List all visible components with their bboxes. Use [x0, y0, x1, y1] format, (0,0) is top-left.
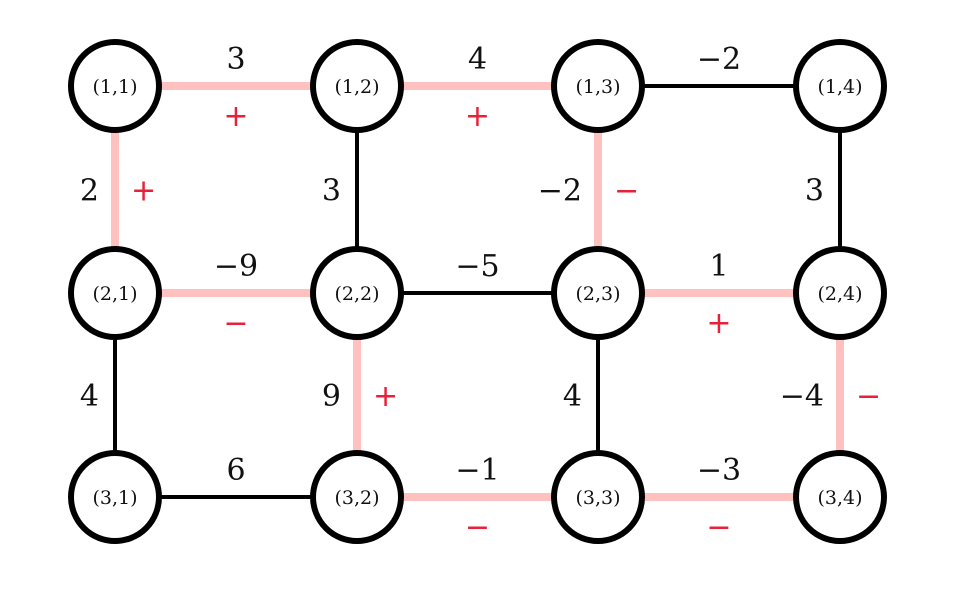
edge-weight: 1 [709, 249, 728, 284]
node-circle [68, 246, 162, 340]
edge-weight: 3 [805, 174, 824, 209]
edge-weight: 4 [80, 379, 99, 414]
node-label: (1,1) [92, 76, 137, 98]
node-label: (1,3) [575, 76, 620, 98]
node-label: (3,2) [334, 487, 379, 509]
edge-weight: −3 [697, 453, 741, 488]
edge-weight: −9 [214, 249, 258, 284]
edge-weight: 4 [468, 42, 487, 77]
node-circle [310, 39, 404, 133]
node-label: (1,2) [334, 76, 379, 98]
edge-weight: 4 [563, 379, 582, 414]
edge-weight: −5 [455, 249, 499, 284]
node-label: (3,3) [575, 487, 620, 509]
edge-weight: 3 [322, 174, 341, 209]
node-circle [793, 450, 887, 544]
edge-sign: + [373, 379, 398, 414]
edge-sign: − [614, 174, 639, 209]
edge-sign: + [465, 99, 490, 134]
edge-sign: − [706, 510, 731, 545]
node-circle [793, 246, 887, 340]
node-circle [68, 450, 162, 544]
edge-sign: − [856, 379, 881, 414]
edge-sign: + [706, 306, 731, 341]
edge-weight: 6 [226, 453, 245, 488]
node-circle [310, 246, 404, 340]
node-label: (3,4) [817, 487, 862, 509]
node-circle [551, 450, 645, 544]
edge-weight: −4 [780, 379, 824, 414]
edge-weight: 9 [322, 379, 341, 414]
edge-sign: − [465, 510, 490, 545]
node-circle [551, 39, 645, 133]
edge-weight: 2 [80, 174, 99, 209]
node-label: (2,3) [575, 283, 620, 305]
node-circle [793, 39, 887, 133]
edge-weight: −2 [538, 174, 582, 209]
node-label: (2,4) [817, 283, 862, 305]
node-label: (2,1) [92, 283, 137, 305]
node-label: (2,2) [334, 283, 379, 305]
edge-weight: −1 [455, 453, 499, 488]
edge-sign: + [131, 174, 156, 209]
edge-sign: + [223, 99, 248, 134]
node-circle [551, 246, 645, 340]
node-label: (1,4) [817, 76, 862, 98]
node-circle [310, 450, 404, 544]
edge-sign: − [223, 306, 248, 341]
edge-weight: 3 [226, 42, 245, 77]
edge-weight: −2 [697, 42, 741, 77]
node-circle [68, 39, 162, 133]
node-label: (3,1) [92, 487, 137, 509]
